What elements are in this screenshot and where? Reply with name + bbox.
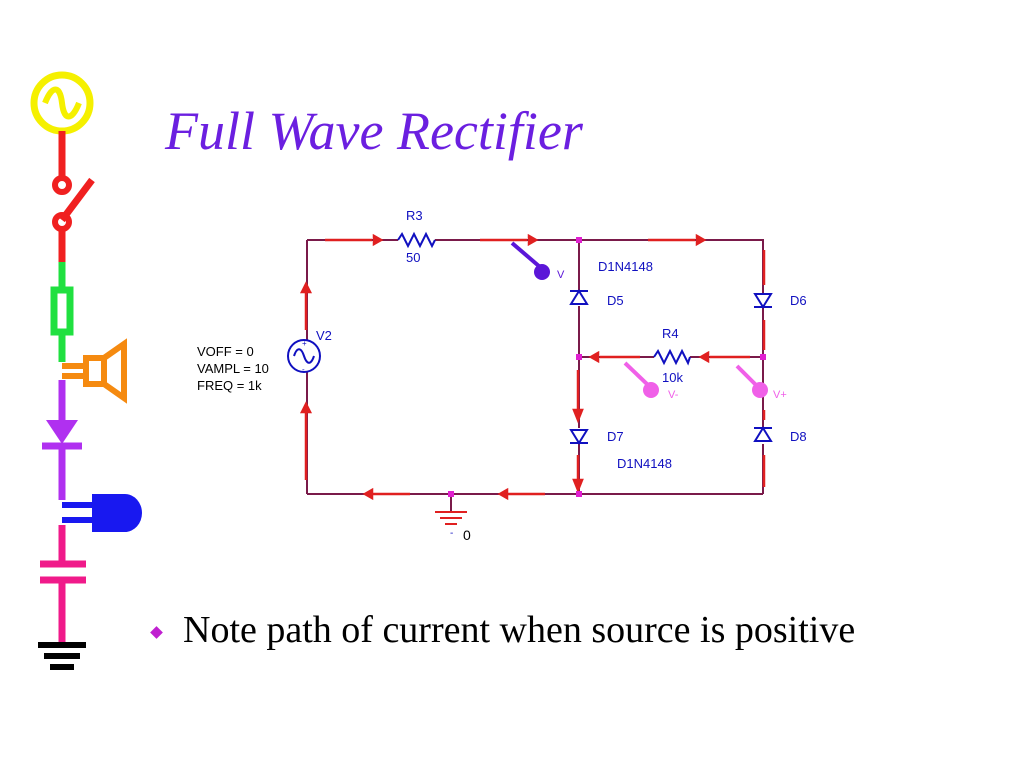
d5-name: D5 bbox=[607, 293, 624, 308]
resistor-r3: R3 50 bbox=[397, 208, 436, 265]
v2-param-voff: VOFF = 0 bbox=[197, 344, 254, 359]
slide-title: Full Wave Rectifier bbox=[165, 101, 583, 161]
voltage-source-v2: + - V2 VOFF = 0 VAMPL = 10 FREQ = 1k bbox=[197, 328, 332, 393]
diode-d6: D6 bbox=[753, 293, 807, 309]
diode-icon bbox=[42, 380, 82, 500]
resistor-r4: R4 10k bbox=[653, 326, 691, 385]
probe-v-minus-label: V- bbox=[668, 389, 679, 401]
ground-symbol: - 0 bbox=[435, 511, 471, 543]
current-path-arrows bbox=[299, 233, 766, 501]
circuit-wires bbox=[306, 239, 764, 512]
bullet-item: Note path of current when source is posi… bbox=[150, 608, 856, 652]
ground-icon bbox=[38, 642, 86, 670]
bulb-icon bbox=[62, 494, 142, 532]
probe-v-label: V bbox=[557, 269, 565, 281]
svg-text:+: + bbox=[302, 339, 307, 348]
probe-v: V bbox=[510, 241, 565, 281]
circuit-nodes bbox=[448, 237, 766, 497]
r3-name: R3 bbox=[406, 208, 423, 223]
r4-name: R4 bbox=[662, 326, 679, 341]
r4-value: 10k bbox=[662, 370, 683, 385]
ground-node-label: 0 bbox=[463, 527, 471, 543]
diode-d7: D7 bbox=[569, 429, 624, 445]
d7-name: D7 bbox=[607, 429, 624, 444]
bullet-text: Note path of current when source is posi… bbox=[183, 609, 856, 651]
r3-value: 50 bbox=[406, 250, 420, 265]
diode-model-label-bottom: D1N4148 bbox=[617, 456, 672, 471]
switch-icon bbox=[52, 131, 95, 262]
v2-param-vampl: VAMPL = 10 bbox=[197, 361, 269, 376]
v2-param-freq: FREQ = 1k bbox=[197, 378, 262, 393]
diode-d5: D5 bbox=[569, 289, 624, 308]
d6-name: D6 bbox=[790, 293, 807, 308]
fuse-icon bbox=[50, 262, 74, 362]
d8-name: D8 bbox=[790, 429, 807, 444]
diode-model-label-top: D1N4148 bbox=[598, 259, 653, 274]
probe-v-minus: V- bbox=[623, 361, 679, 401]
probe-v-plus-label: V+ bbox=[773, 389, 787, 401]
svg-text:-: - bbox=[302, 365, 305, 374]
probe-v-plus: V+ bbox=[735, 364, 787, 401]
speaker-icon bbox=[62, 338, 127, 404]
diode-d8: D8 bbox=[753, 426, 807, 444]
ground-minus-sign: - bbox=[450, 528, 453, 539]
bullet-diamond-icon bbox=[150, 625, 163, 639]
capacitor-icon bbox=[40, 525, 86, 645]
v2-name: V2 bbox=[316, 328, 332, 343]
decorative-symbol-strip bbox=[30, 71, 142, 670]
